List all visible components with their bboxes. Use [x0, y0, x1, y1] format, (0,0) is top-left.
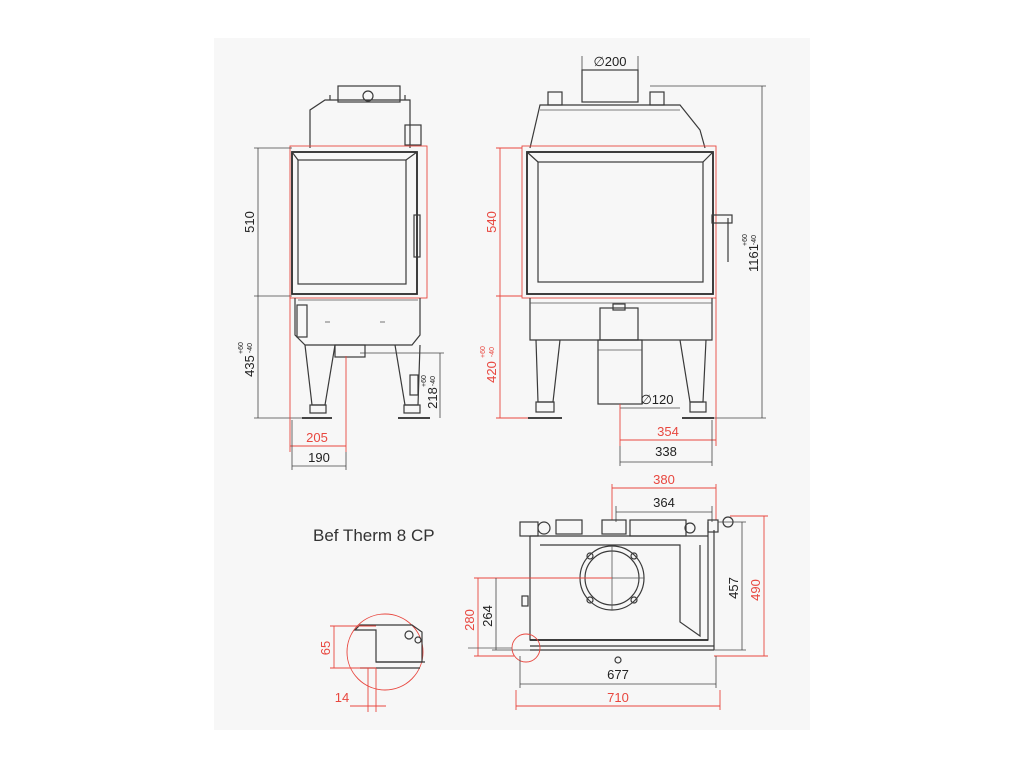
top-width-black: 364 — [653, 495, 675, 510]
detail-view: 65 14 — [318, 613, 425, 712]
side-leg-tol-minus: -40 — [430, 376, 437, 386]
top-depth-red: 490 — [748, 579, 763, 601]
front-total-tol-minus: -40 — [751, 235, 758, 245]
side-height-base: 435 — [242, 355, 257, 377]
side-offset-black: 190 — [308, 450, 330, 465]
front-height-base-tol-minus: -40 — [489, 347, 496, 357]
front-height-glass: 540 — [484, 211, 499, 233]
drawing-sheet — [214, 38, 810, 730]
front-height-base-tol-plus: +60 — [480, 346, 487, 358]
top-width-710: 710 — [607, 690, 629, 705]
side-height-base-tol-plus: +60 — [238, 342, 245, 354]
detail-height: 65 — [318, 641, 333, 655]
top-depth-black: 457 — [726, 577, 741, 599]
side-leg-tol-plus: +60 — [421, 375, 428, 387]
front-height-base: 420 — [484, 361, 499, 383]
front-total-height: 1161 — [746, 244, 761, 272]
front-view: ∅200 540 — [480, 54, 766, 466]
side-leg-height: 218 — [425, 387, 440, 409]
side-offset-red: 205 — [306, 430, 328, 445]
side-view: 510 435 +60 -40 218 +60 -40 205 190 — [238, 85, 444, 470]
top-width-red: 380 — [653, 472, 675, 487]
side-height-base-tol-minus: -40 — [247, 343, 254, 353]
front-total-tol-plus: +60 — [742, 234, 749, 246]
front-air-diameter: ∅120 — [640, 392, 673, 407]
product-title: Bef Therm 8 CP — [313, 526, 435, 545]
top-center-black: 264 — [480, 605, 495, 627]
front-offset-red: 354 — [657, 424, 679, 439]
top-center-red: 280 — [462, 609, 477, 631]
front-offset-black: 338 — [655, 444, 677, 459]
top-width-677: 677 — [607, 667, 629, 682]
detail-width: 14 — [335, 690, 349, 705]
top-view: 380 364 457 — [462, 472, 768, 710]
front-flue-diameter: ∅200 — [593, 54, 626, 69]
side-height-glass: 510 — [242, 211, 257, 233]
